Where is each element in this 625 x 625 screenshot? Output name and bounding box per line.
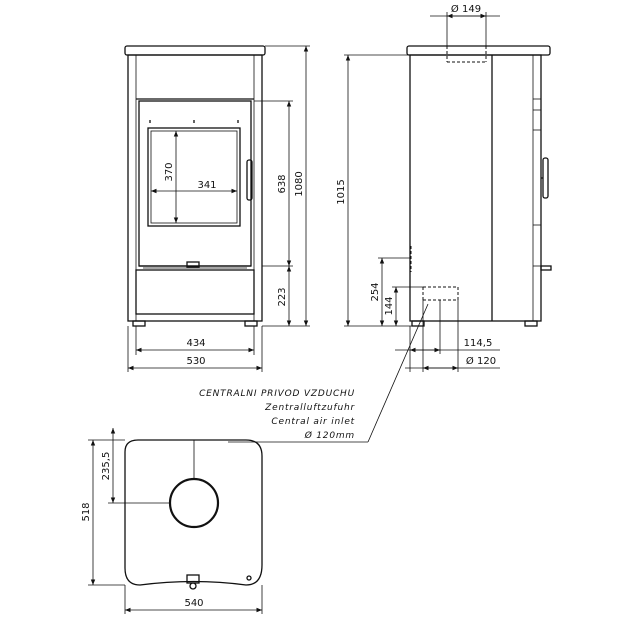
side-height-dimensions: 1015 254 144 xyxy=(336,54,423,327)
top-depth-label: 518 xyxy=(81,502,92,521)
width-434-label: 434 xyxy=(186,338,205,349)
top-view xyxy=(108,439,263,590)
front-width-dimensions: 434 530 xyxy=(127,326,263,372)
note-line-1: CENTRALNI PRIVOD VZDUCHU xyxy=(199,389,355,399)
height-638-label: 638 xyxy=(277,174,288,193)
side-height-label: 1015 xyxy=(336,179,347,204)
glass-dimensions: 370 341 xyxy=(151,131,237,223)
side-bottom-dimensions: 114,5 Ø 120 xyxy=(395,300,500,372)
glass-width-label: 341 xyxy=(197,180,216,191)
air-inlet-note: CENTRALNI PRIVOD VZDUCHU Zentralluftzufu… xyxy=(199,303,429,443)
note-line-3: Central air inlet xyxy=(271,417,355,427)
inlet-offset-label: 114,5 xyxy=(464,338,493,349)
front-height-dimensions: 1080 638 223 xyxy=(254,45,310,327)
front-view xyxy=(124,45,266,327)
inlet-low-label: 144 xyxy=(384,296,395,315)
top-dimensions: 518 235,5 540 xyxy=(81,428,263,614)
height-1080-label: 1080 xyxy=(294,171,305,196)
flue-diameter-dimension: Ø 149 xyxy=(430,3,500,46)
inlet-height-label: 254 xyxy=(370,282,381,301)
side-view xyxy=(406,45,552,327)
height-223-label: 223 xyxy=(277,287,288,306)
width-530-label: 530 xyxy=(186,356,205,367)
top-depth-center-label: 235,5 xyxy=(101,452,112,481)
top-width-label: 540 xyxy=(184,598,203,609)
glass-height-label: 370 xyxy=(164,162,175,181)
note-line-2: Zentralluftzufuhr xyxy=(264,403,355,413)
flue-diameter-label: Ø 149 xyxy=(451,3,481,15)
inlet-diameter-label: Ø 120 xyxy=(466,355,496,367)
note-line-4: Ø 120mm xyxy=(304,430,355,441)
